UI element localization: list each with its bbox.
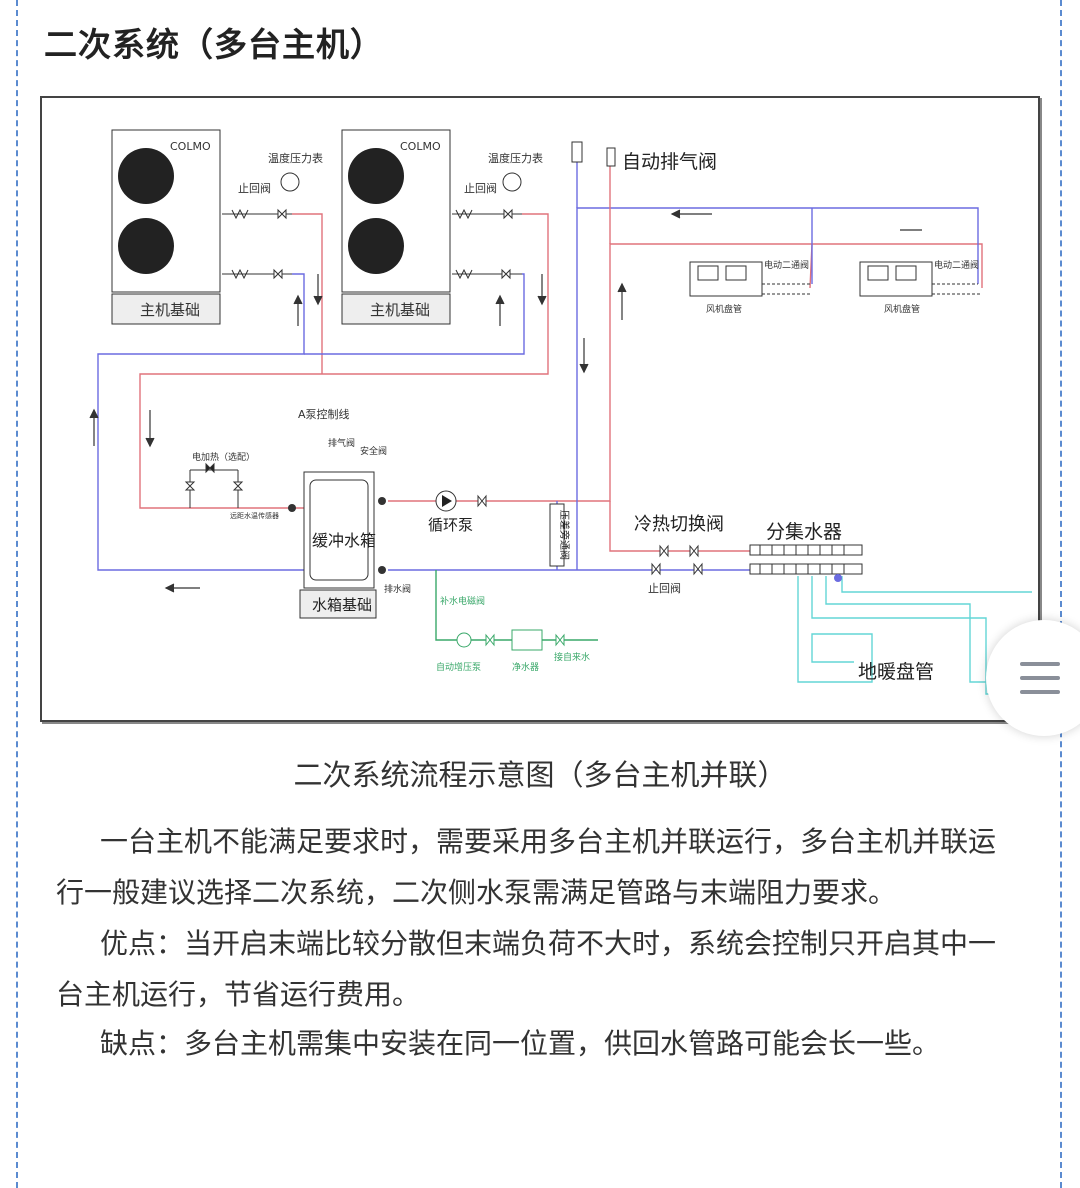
heat-pump-unit-1: COLMO 主机基础 温度压力表 止回阀 bbox=[111, 129, 323, 325]
brand-label-1: COLMO bbox=[170, 140, 211, 153]
menu-icon-bar-2 bbox=[1020, 676, 1060, 680]
check-valve-label-2: 止回阀 bbox=[464, 181, 497, 195]
circulation-pump: 循环泵 bbox=[428, 490, 487, 534]
fan-coil-label-1: 风机盘管 bbox=[706, 303, 742, 315]
fan-coil-1: 风机盘管 电动二通阀 bbox=[689, 259, 812, 315]
filter-label: 净水器 bbox=[512, 661, 539, 673]
drain-valve-label: 排水阀 bbox=[384, 583, 411, 595]
check-valve-label-1: 止回阀 bbox=[238, 181, 271, 195]
auto-vent-valve: 自动排气阀 bbox=[571, 141, 717, 173]
system-diagram: COLMO 主机基础 温度压力表 止回阀 COLMO 主机基础 温度压力表 止回… bbox=[40, 96, 1040, 722]
paragraph-2: 优点：当开启末端比较分散但末端负荷不大时，系统会控制只开启其中一 台主机运行，节… bbox=[56, 918, 1006, 1020]
gauge-label-2: 温度压力表 bbox=[488, 151, 543, 165]
paragraph-2-line-1: 优点：当开启末端比较分散但末端负荷不大时，系统会控制只开启其中一 bbox=[100, 927, 997, 960]
auto-vent-label: 自动排气阀 bbox=[622, 151, 717, 173]
cold-hot-switch-valve: 冷热切换阀 止回阀 bbox=[634, 514, 724, 595]
paragraph-3-line-1: 缺点：多台主机需集中安装在同一位置，供回水管路可能会长一些。 bbox=[100, 1027, 941, 1060]
two-way-valve-label-2: 电动二通阀 bbox=[934, 259, 979, 271]
tap-water-label: 接自来水 bbox=[554, 651, 590, 663]
page-frame-left bbox=[16, 0, 18, 1188]
menu-icon-bar-3 bbox=[1020, 690, 1060, 694]
circulation-pump-label: 循环泵 bbox=[428, 516, 473, 534]
gauge-label-1: 温度压力表 bbox=[268, 151, 323, 165]
tank-base-label: 水箱基础 bbox=[312, 596, 372, 614]
buffer-tank: A泵控制线 排气阀 安全阀 缓冲水箱 水箱基础 排水阀 bbox=[298, 407, 411, 619]
check-valve-label-3: 止回阀 bbox=[648, 581, 681, 595]
pump-control-label: A泵控制线 bbox=[298, 407, 350, 421]
temp-sensor-label: 远距水温传感器 bbox=[230, 511, 279, 520]
brand-label-2: COLMO bbox=[400, 140, 441, 153]
paragraph-1-line-2: 行一般建议选择二次系统，二次侧水泵需满足管路与末端阻力要求。 bbox=[56, 876, 897, 909]
paragraph-2-line-2: 台主机运行，节省运行费用。 bbox=[56, 978, 421, 1011]
page-title: 二次系统（多台主机） bbox=[44, 25, 384, 64]
paragraph-1-line-1: 一台主机不能满足要求时，需要采用多台主机并联运行，多台主机并联运 bbox=[100, 825, 997, 858]
paragraph-1: 一台主机不能满足要求时，需要采用多台主机并联运行，多台主机并联运 行一般建议选择… bbox=[56, 816, 1006, 918]
switch-valve-label: 冷热切换阀 bbox=[634, 514, 724, 535]
menu-icon-bar-1 bbox=[1020, 662, 1060, 666]
bypass-valve: 压差旁通阀 bbox=[549, 503, 571, 567]
page-frame-right bbox=[1060, 0, 1062, 1188]
heat-pump-unit-2: COLMO 主机基础 温度压力表 止回阀 bbox=[341, 129, 543, 325]
manifold: 分集水器 bbox=[749, 521, 863, 582]
floor-heating-label: 地暖盘管 bbox=[858, 661, 934, 683]
electric-heater: 电加热（选配） 远距水温传感器 bbox=[184, 451, 296, 520]
diagram-caption: 二次系统流程示意图（多台主机并联） bbox=[293, 758, 787, 792]
booster-pump-label: 自动增压泵 bbox=[436, 661, 481, 673]
bypass-valve-label: 压差旁通阀 bbox=[558, 510, 571, 560]
unit-base-label-1: 主机基础 bbox=[140, 301, 200, 319]
fan-coil-label-2: 风机盘管 bbox=[884, 303, 920, 315]
unit-base-label-2: 主机基础 bbox=[370, 301, 430, 319]
safety-valve-label: 安全阀 bbox=[360, 445, 387, 457]
fan-coil-2: 风机盘管 电动二通阀 bbox=[859, 259, 982, 315]
refill-line: 补水电磁阀 自动增压泵 净水器 接自来水 bbox=[436, 595, 590, 673]
electric-heater-label: 电加热（选配） bbox=[192, 451, 255, 463]
menu-button[interactable] bbox=[986, 620, 1080, 736]
refill-valve-label: 补水电磁阀 bbox=[440, 595, 485, 607]
exhaust-valve-label: 排气阀 bbox=[328, 437, 355, 449]
paragraph-3: 缺点：多台主机需集中安装在同一位置，供回水管路可能会长一些。 bbox=[56, 1018, 1006, 1069]
two-way-valve-label-1: 电动二通阀 bbox=[764, 259, 809, 271]
buffer-tank-label: 缓冲水箱 bbox=[312, 531, 376, 550]
manifold-label: 分集水器 bbox=[766, 521, 842, 543]
